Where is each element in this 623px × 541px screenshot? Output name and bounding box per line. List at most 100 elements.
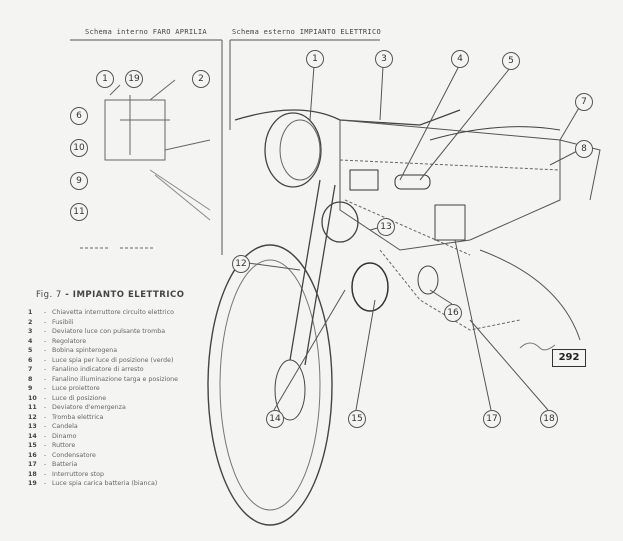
legend-dash: - [44,461,47,468]
page-number: 292 [552,349,586,367]
legend-item: 11-Deviatore d'emergenza [28,403,218,413]
legend-number: 13 [28,423,37,430]
legend-number: 15 [28,442,37,449]
legend-number: 14 [28,432,37,440]
legend-text: Luce spia carica batteria (bianca) [52,480,158,487]
callout-18: 18 [540,410,558,428]
legend-number: 19 [28,480,37,487]
callout-13: 13 [377,218,395,236]
legend-number: 7 [28,366,33,373]
callout-7: 7 [575,93,593,111]
legend-dash: - [44,356,47,364]
legend-text: Interruttore stop [52,470,104,478]
internal-schema-header: Schema interno FARO APRILIA [85,28,207,36]
legend-dash: - [44,432,47,440]
callout-6: 6 [70,107,88,125]
legend-text: Fanalino indicatore di arresto [52,366,144,373]
callout-1: 1 [306,50,324,68]
legend-item: 6 -Luce spia per luce di posizione (verde… [28,356,218,366]
legend-item: 18-Interruttore stop [28,470,218,480]
legend-item: 3 -Deviatore luce con pulsante tromba [28,327,218,337]
legend-text: Fusibili [52,318,74,326]
callout-4: 4 [451,50,469,68]
legend-dash: - [44,423,47,430]
legend-text: Tromba elettrica [52,413,104,421]
legend-item: 7 -Fanalino indicatore di arresto [28,365,218,375]
legend-dash: - [44,451,47,459]
legend-text: Deviatore luce con pulsante tromba [52,328,166,335]
legend-number: 4 [28,337,33,345]
callout-11: 11 [70,203,88,221]
legend-item: 4 -Regolatore [28,337,218,347]
legend-list: 1-Chiavetta interruttore circuito elettr… [28,308,218,489]
legend-item: 17-Batteria [28,460,218,470]
callout-15: 15 [348,410,366,428]
legend-dash: - [44,366,47,373]
legend-dash: - [44,328,47,335]
figure-title: IMPIANTO ELETTRICO [72,290,185,300]
figure-caption: Fig. 7 - IMPIANTO ELETTRICO [36,290,185,300]
legend-text: Condensatore [52,451,96,459]
legend-dash: - [44,337,47,345]
callout-14: 14 [266,410,284,428]
legend-item: 15-Ruttore [28,441,218,451]
legend-dash: - [44,413,47,421]
legend-dash: - [44,309,47,316]
legend-item: 14-Dinamo [28,432,218,442]
callout-16: 16 [444,304,462,322]
legend-number: 8 [28,375,33,383]
legend-text: Luce proiettore [52,385,100,392]
legend-dash: - [44,385,47,392]
callout-3: 3 [375,50,393,68]
legend-item: 2-Fusibili [28,318,218,328]
legend-text: Chiavetta interruttore circuito elettric… [52,309,174,316]
legend-item: 19-Luce spia carica batteria (bianca) [28,479,218,489]
legend-item: 9 -Luce proiettore [28,384,218,394]
callout-10: 10 [70,139,88,157]
legend-number: 5 [28,347,33,354]
legend-item: 12-Tromba elettrica [28,413,218,423]
external-schema-header: Schema esterno IMPIANTO ELETTRICO [232,28,381,36]
legend-dash: - [44,404,47,411]
legend-text: Ruttore [52,442,76,449]
legend-dash: - [44,442,47,449]
legend-item: 5 -Bobina spinterogena [28,346,218,356]
callout-12: 12 [232,255,250,273]
legend-number: 3 [28,328,33,335]
callout-17: 17 [483,410,501,428]
legend-item: 10-Luce di posizione [28,394,218,404]
legend-item: 8 -Fanalino illuminazione targa e posizio… [28,375,218,385]
legend-dash: - [44,480,47,487]
legend-number: 2 [28,318,33,326]
legend-number: 18 [28,470,37,478]
legend-number: 17 [28,461,37,468]
legend-number: 9 [28,385,33,392]
legend-number: 11 [28,404,37,411]
legend-number: 1 [28,309,33,316]
legend-dash: - [44,394,47,402]
callout-8: 8 [575,140,593,158]
legend-text: Luce di posizione [52,394,107,402]
legend-text: Batteria [52,461,78,468]
legend-number: 12 [28,413,37,421]
legend-text: Fanalino illuminazione targa e posizione [52,375,179,383]
legend-text: Bobina spinterogena [52,347,118,354]
legend-item: 16-Condensatore [28,451,218,461]
figure-label: Fig. 7 [36,290,62,300]
legend-dash: - [44,347,47,354]
callout-5: 5 [502,52,520,70]
legend-text: Regolatore [52,337,87,345]
legend-text: Deviatore d'emergenza [52,404,126,411]
legend-number: 6 [28,356,33,364]
legend-number: 16 [28,451,37,459]
callout-1-internal: 1 [96,70,114,88]
callout-2: 2 [192,70,210,88]
legend-item: 1 -Chiavetta interruttore circuito elettr… [28,308,218,318]
callout-19: 19 [125,70,143,88]
legend-dash: - [44,470,47,478]
legend-dash: - [44,375,47,383]
legend-text: Dinamo [52,432,77,440]
legend-text: Luce spia per luce di posizione (verde) [52,356,174,364]
legend-text: Candela [52,423,78,430]
